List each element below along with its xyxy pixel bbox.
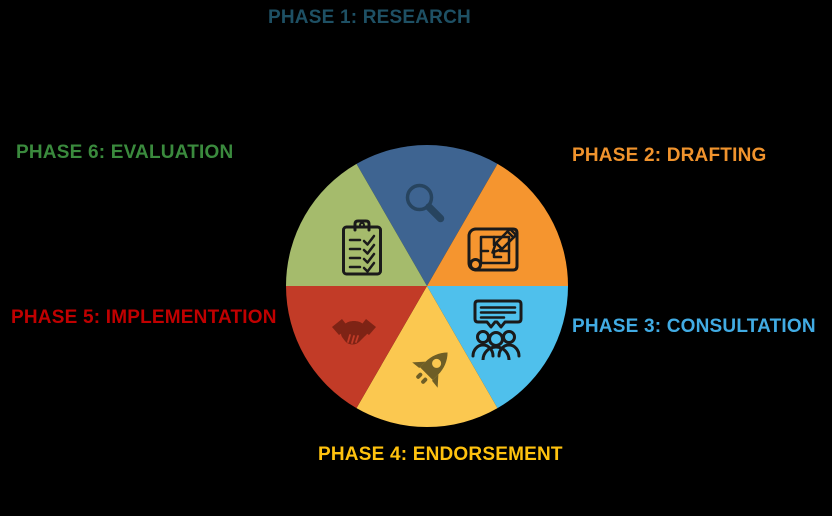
blueprint-icon — [465, 221, 523, 277]
pie-segment-drafting — [427, 163, 568, 286]
rocket-icon — [408, 346, 456, 392]
handshake-icon — [331, 314, 377, 348]
label-phase-2-drafting: PHASE 2: DRAFTING — [572, 145, 767, 166]
clipboard-icon — [339, 217, 385, 279]
label-phase-3-consultation: PHASE 3: CONSULTATION — [572, 316, 816, 337]
label-phase-5-implementation: PHASE 5: IMPLEMENTATION — [11, 307, 277, 328]
search-icon — [402, 182, 446, 226]
label-phase-4-endorsement: PHASE 4: ENDORSEMENT — [318, 444, 563, 465]
pie-segment-research — [356, 144, 498, 286]
pie-segment-implementation — [286, 286, 427, 409]
speech-people-icon — [466, 298, 526, 360]
pie-segment-endorsement — [356, 286, 498, 428]
label-phase-1-research: PHASE 1: RESEARCH — [268, 7, 471, 28]
label-phase-6-evaluation: PHASE 6: EVALUATION — [16, 142, 234, 163]
